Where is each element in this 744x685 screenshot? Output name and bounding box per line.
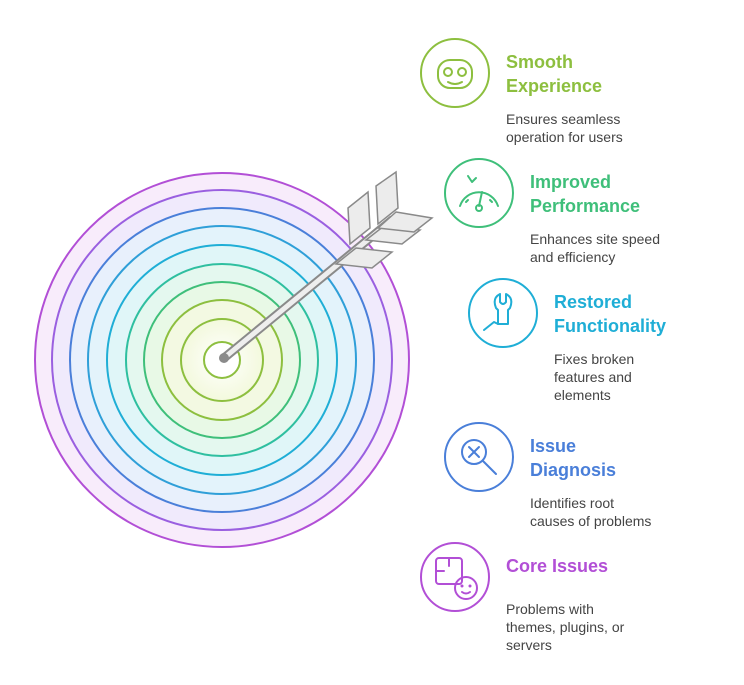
face-icon xyxy=(420,38,490,108)
wrench-hand-icon xyxy=(468,278,538,348)
item-description: Identifies root causes of problems xyxy=(530,495,652,529)
item-description: Enhances site speed and efficiency xyxy=(530,231,660,265)
item-description: Ensures seamless operation for users xyxy=(506,111,623,145)
arrow-fletching xyxy=(334,170,434,269)
arrow xyxy=(219,170,434,363)
item-description: Problems with themes, plugins, or server… xyxy=(506,601,625,653)
item-title: Restored Functionality xyxy=(554,292,666,336)
item-title: Smooth Experience xyxy=(506,52,603,96)
puzzle-face-icon xyxy=(420,542,490,612)
item-title: Issue Diagnosis xyxy=(530,436,617,480)
item-title: Improved Performance xyxy=(530,172,641,216)
speedometer-icon xyxy=(444,158,514,228)
item-description: Fixes broken features and elements xyxy=(554,351,635,403)
magnifier-x-icon xyxy=(444,422,514,492)
item-title: Core Issues xyxy=(506,556,609,576)
